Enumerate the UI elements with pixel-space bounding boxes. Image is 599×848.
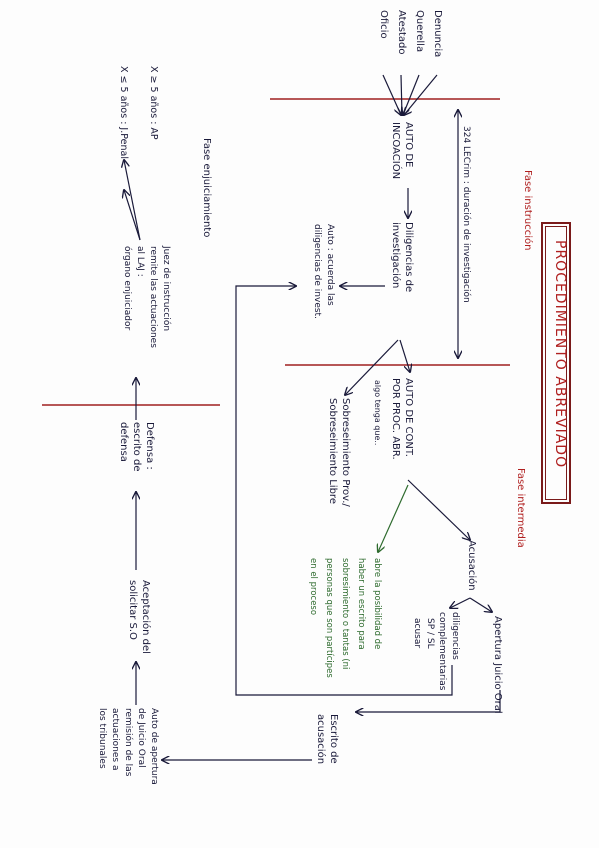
arrow-denuncia — [404, 74, 438, 115]
arrow-to-acusacion — [407, 479, 470, 540]
loop-back-line — [235, 286, 453, 696]
arrow-to-diligencias-comp — [450, 597, 471, 608]
arrow-atestado — [401, 74, 402, 115]
arrow-green-branch — [378, 484, 409, 552]
arrow-juez-jpenal — [124, 190, 141, 241]
arrow-to-sobreseimiento — [345, 339, 399, 395]
arrow-apertura-escrito — [356, 690, 501, 712]
arrow-querella — [403, 74, 420, 115]
arrow-to-auto-continuacion — [399, 339, 410, 372]
arrow-oficio — [382, 74, 401, 115]
arrow-juez-ap — [124, 160, 141, 241]
title-frame-inner — [545, 226, 567, 500]
title-frame — [541, 222, 571, 504]
arrow-to-apertura — [469, 597, 492, 612]
